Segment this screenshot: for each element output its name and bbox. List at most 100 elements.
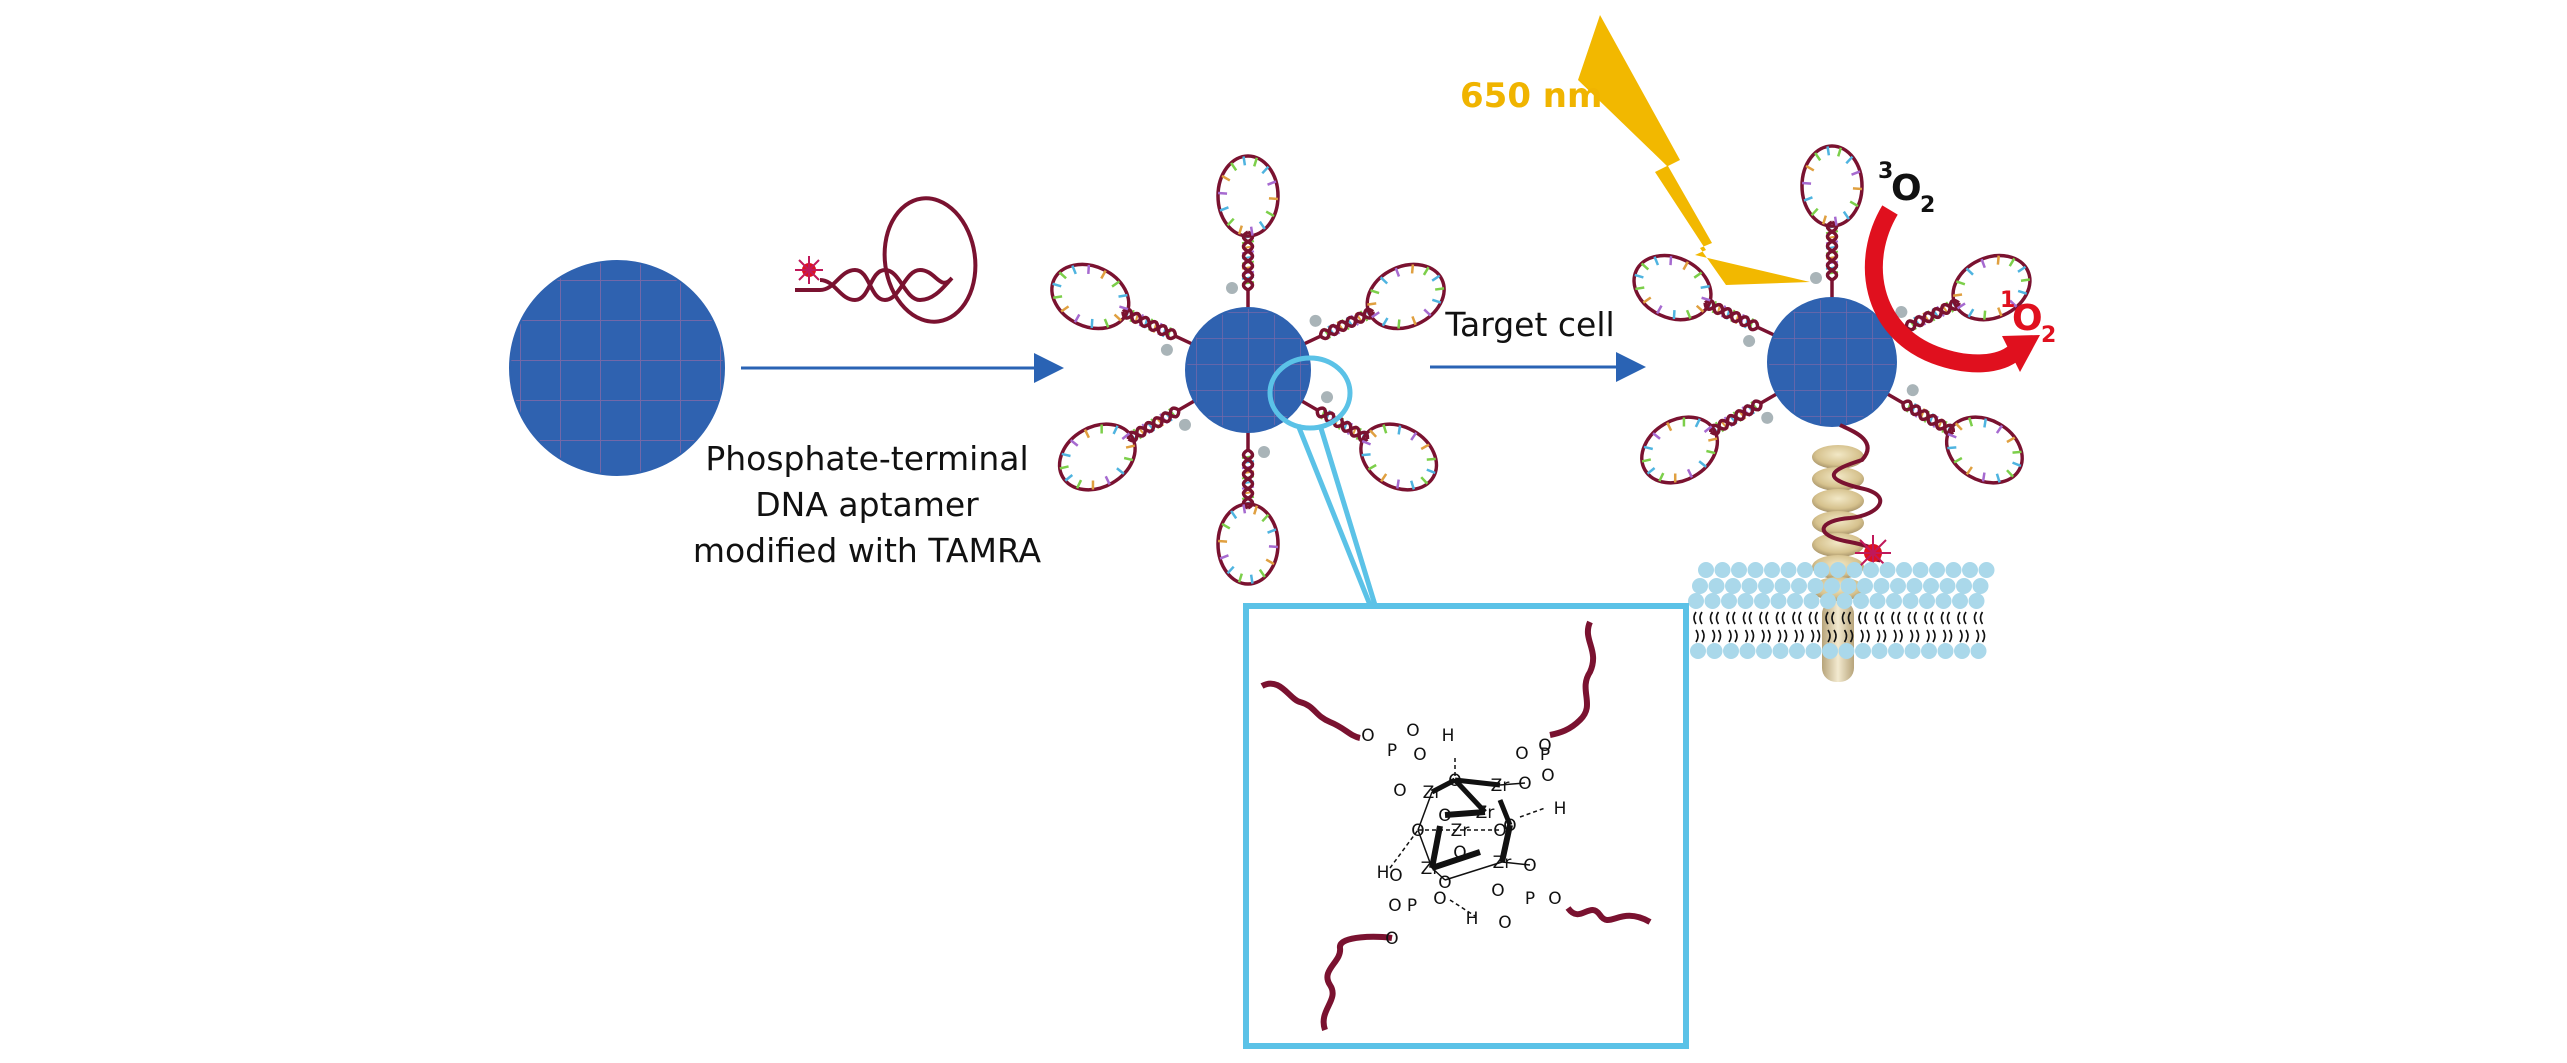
loop-base	[1379, 276, 1389, 285]
reagent-label-line-1: Phosphate-terminal	[705, 439, 1028, 478]
aptamer-arm	[1632, 253, 1775, 348]
p-atom: P	[1540, 745, 1550, 765]
loop-base	[1073, 313, 1081, 323]
lipid-head	[1952, 593, 1968, 609]
loop-base	[1426, 468, 1436, 475]
lipid-tail	[1709, 611, 1720, 625]
loop-base	[1708, 437, 1718, 442]
phosphate-dot	[1160, 343, 1173, 356]
loop-base	[1221, 522, 1231, 530]
lipid-tail	[1874, 611, 1885, 625]
loop-base	[1265, 210, 1275, 218]
loop-base	[1700, 285, 1710, 289]
loop-base	[1694, 418, 1701, 428]
nanoparticle-core	[1767, 297, 1897, 427]
loop-base	[1672, 310, 1676, 320]
loop-base	[1052, 295, 1063, 300]
loop-base	[1367, 463, 1377, 471]
loop-base	[1810, 207, 1819, 217]
lipid-head	[1962, 562, 1978, 578]
lipid-head	[1972, 578, 1989, 594]
loop-base	[1367, 302, 1377, 306]
dna-strand	[1319, 307, 1375, 341]
loop-base	[1434, 287, 1445, 291]
lipid-head	[1787, 593, 1803, 609]
lipid-head	[1708, 578, 1725, 594]
lipid-tail	[1973, 611, 1984, 625]
lipid-head	[1747, 562, 1764, 578]
loop-base	[1116, 467, 1125, 475]
lipid-head	[1902, 593, 1919, 609]
aptamer-loop	[1359, 422, 1439, 492]
bound-nanoparticle	[1632, 144, 2032, 485]
loop-base	[1217, 191, 1228, 195]
loop-base	[1983, 418, 1987, 428]
loop-base	[1801, 181, 1812, 185]
lipid-head	[1803, 593, 1820, 609]
magnifier-callout	[1267, 355, 1378, 606]
lipid-head	[1791, 578, 1807, 594]
dna-ribbon	[1260, 680, 1361, 741]
p-atom: P	[1525, 889, 1535, 909]
lipid-tail	[1810, 629, 1821, 643]
lipid-head	[1706, 643, 1723, 659]
loop-base	[1693, 271, 1703, 279]
lipid-head	[1855, 643, 1871, 659]
loop-base	[1253, 505, 1259, 515]
loop-base	[1258, 220, 1266, 230]
lipid-tail	[1858, 611, 1868, 625]
lipid-head	[1714, 562, 1731, 578]
chem-bond	[1429, 825, 1443, 869]
aptamer-arm	[1303, 262, 1446, 346]
lipid-head	[1886, 593, 1902, 609]
loop-base	[1370, 289, 1380, 295]
lipid-head	[1813, 562, 1830, 578]
lipid-head	[1873, 578, 1890, 594]
loop-base	[1826, 146, 1831, 156]
chem-bond	[1501, 861, 1531, 866]
o-atom: O	[1385, 929, 1398, 949]
phosphate-dot	[1226, 282, 1238, 294]
aptamer-arm	[1800, 144, 1864, 298]
loop-base	[1833, 216, 1838, 226]
chem-bond	[1499, 824, 1513, 863]
loop-base	[1396, 479, 1400, 489]
svg-text:1: 1	[2000, 288, 2015, 313]
aptamer-loop	[1216, 502, 1280, 586]
lipid-head	[1945, 562, 1962, 578]
o-atom: O	[1406, 721, 1419, 741]
lipid-tail	[1777, 629, 1788, 643]
loop-base	[1849, 200, 1859, 208]
loop-base	[1394, 267, 1401, 277]
aptamer-loop	[1057, 422, 1137, 492]
lipid-head	[1890, 578, 1906, 594]
loop-base	[1083, 429, 1090, 439]
loop-base	[1852, 187, 1863, 191]
loop-base	[1230, 510, 1238, 520]
loop-base	[1698, 460, 1707, 468]
lipid-tail	[1893, 629, 1903, 643]
loop-base	[1953, 456, 1963, 464]
lipid-head	[1838, 643, 1855, 659]
dna-strand	[1901, 402, 1955, 433]
loop-base	[1634, 273, 1644, 279]
lipid-head	[1737, 593, 1754, 609]
loop-base	[1837, 147, 1843, 157]
loop-base	[1060, 305, 1070, 313]
chem-bond	[1497, 799, 1513, 826]
lipid-tail	[1860, 629, 1870, 643]
loop-base	[1382, 424, 1388, 434]
loop-base	[1803, 196, 1813, 202]
lipid-tail	[1695, 629, 1705, 643]
loop-base	[1431, 274, 1441, 282]
loop-base	[1253, 157, 1259, 167]
aptamer-loop	[1050, 262, 1131, 331]
loop-base	[1249, 574, 1254, 584]
lipid-head	[1774, 578, 1791, 594]
aptamer-arm	[1216, 154, 1280, 308]
lipid-head	[1780, 562, 1797, 578]
loop-base	[1217, 539, 1228, 543]
aptamer-loop	[1944, 415, 2024, 485]
loop-base	[1059, 465, 1069, 470]
linker-strand	[1177, 399, 1196, 412]
